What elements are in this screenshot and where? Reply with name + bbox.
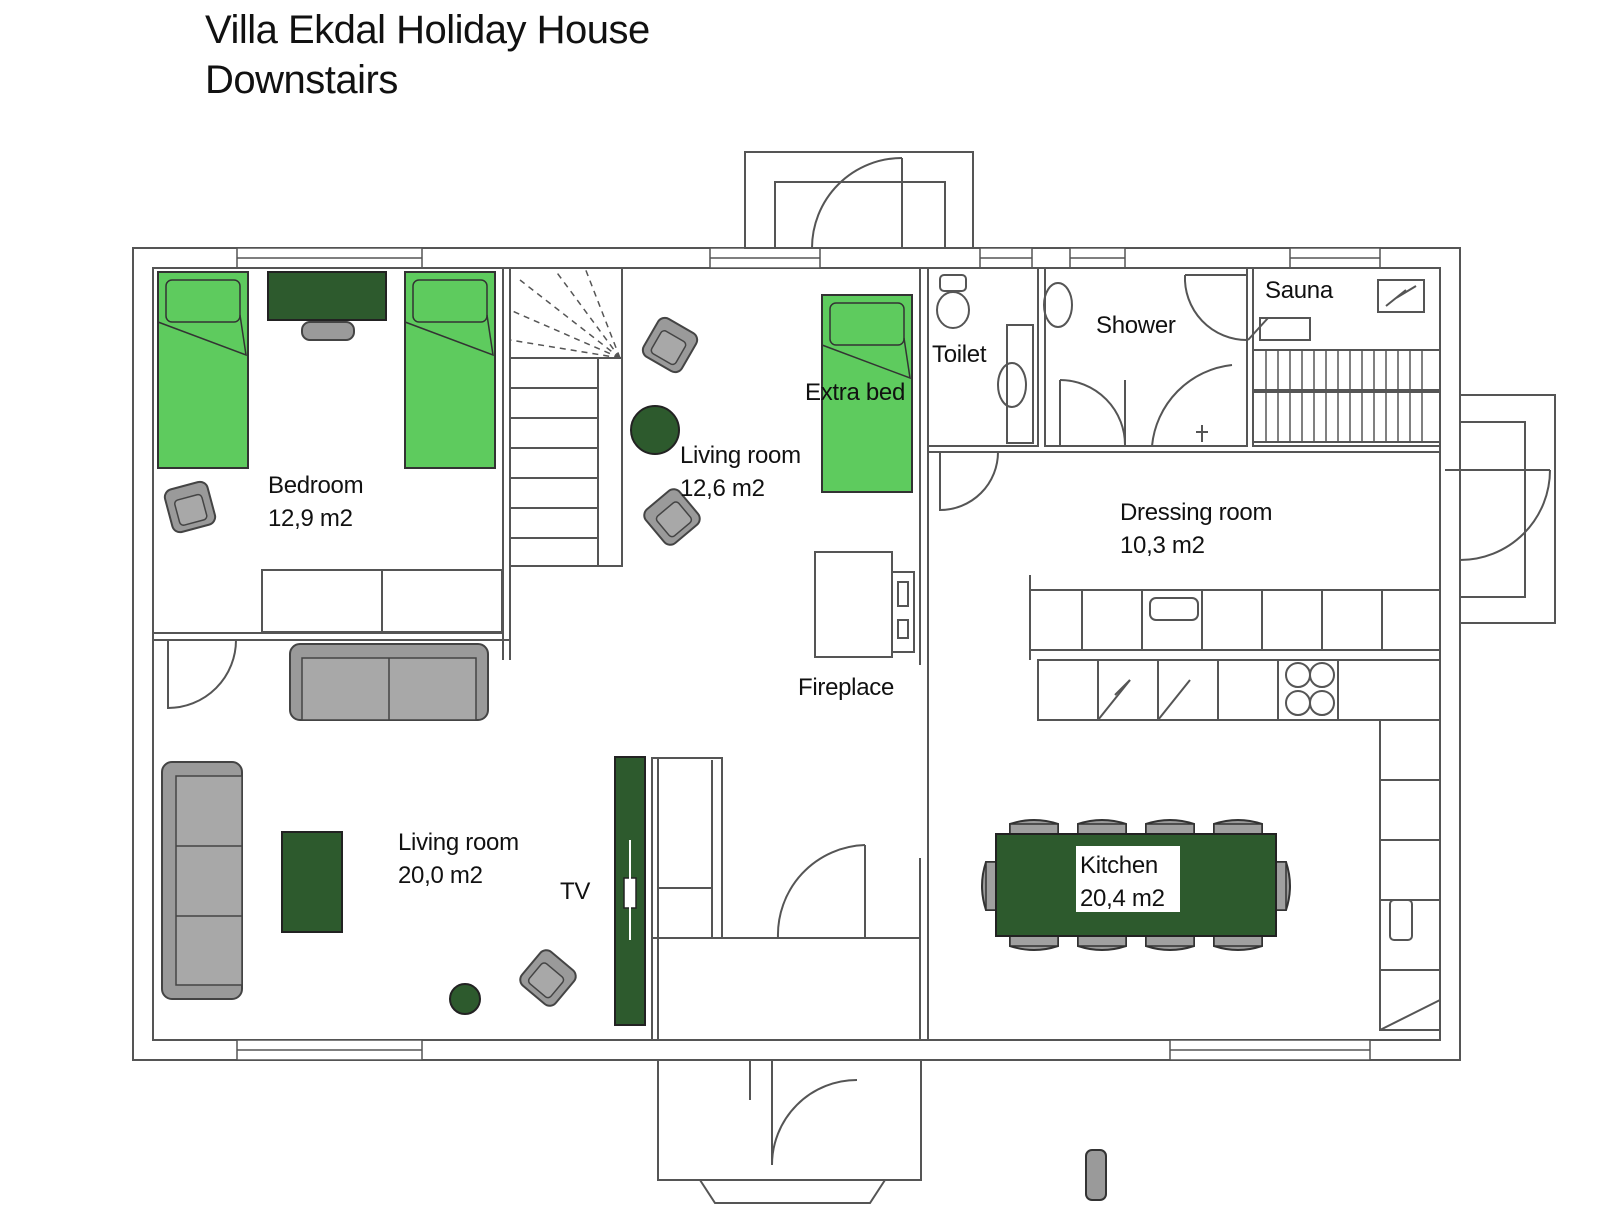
dressing-label: Dressing room xyxy=(1120,499,1272,526)
right-porch xyxy=(1445,394,1556,624)
bedroom-armchair xyxy=(162,479,218,535)
extra-bed xyxy=(821,294,913,493)
bedroom-desk xyxy=(267,271,387,321)
fireplace-label: Fireplace xyxy=(798,674,894,701)
desk-chair xyxy=(301,321,355,341)
bedroom-area: 12,9 m2 xyxy=(268,505,353,532)
living-small-area: 12,6 m2 xyxy=(680,475,765,502)
small-table xyxy=(449,983,481,1015)
kitchen-table xyxy=(981,819,1291,951)
bedroom-beds xyxy=(157,271,496,469)
bedroom-label: Bedroom xyxy=(268,472,363,499)
bedroom-wardrobe xyxy=(261,569,503,633)
sauna-label: Sauna xyxy=(1265,277,1334,304)
living-small-label: Living room xyxy=(680,442,801,469)
toilet-label: Toilet xyxy=(932,341,987,368)
sofa-left xyxy=(161,761,243,1000)
living-armchair xyxy=(516,946,580,1010)
living-large-area: 20,0 m2 xyxy=(398,862,483,889)
side-table xyxy=(630,405,680,455)
stool-icon xyxy=(1085,1149,1107,1201)
living-large-label: Living room xyxy=(398,829,519,856)
armchair-upper xyxy=(638,313,702,377)
plan-subtitle: Downstairs xyxy=(205,58,398,102)
shower-label: Shower xyxy=(1096,312,1176,339)
windows xyxy=(236,247,1381,1061)
kitchen-label: Kitchen xyxy=(1080,852,1158,879)
plan-title: Villa Ekdal Holiday House xyxy=(205,8,650,52)
dressing-area: 10,3 m2 xyxy=(1120,532,1205,559)
bottom-porch xyxy=(657,1059,922,1204)
kitchen-area: 20,4 m2 xyxy=(1080,885,1165,912)
interior-walls xyxy=(152,267,1441,1041)
sofa-upper xyxy=(289,643,489,721)
top-porch xyxy=(744,151,974,249)
tv-unit xyxy=(614,756,646,1026)
extra-bed-label: Extra bed xyxy=(805,379,905,406)
coffee-table xyxy=(281,831,343,933)
tv-label: TV xyxy=(560,878,590,905)
